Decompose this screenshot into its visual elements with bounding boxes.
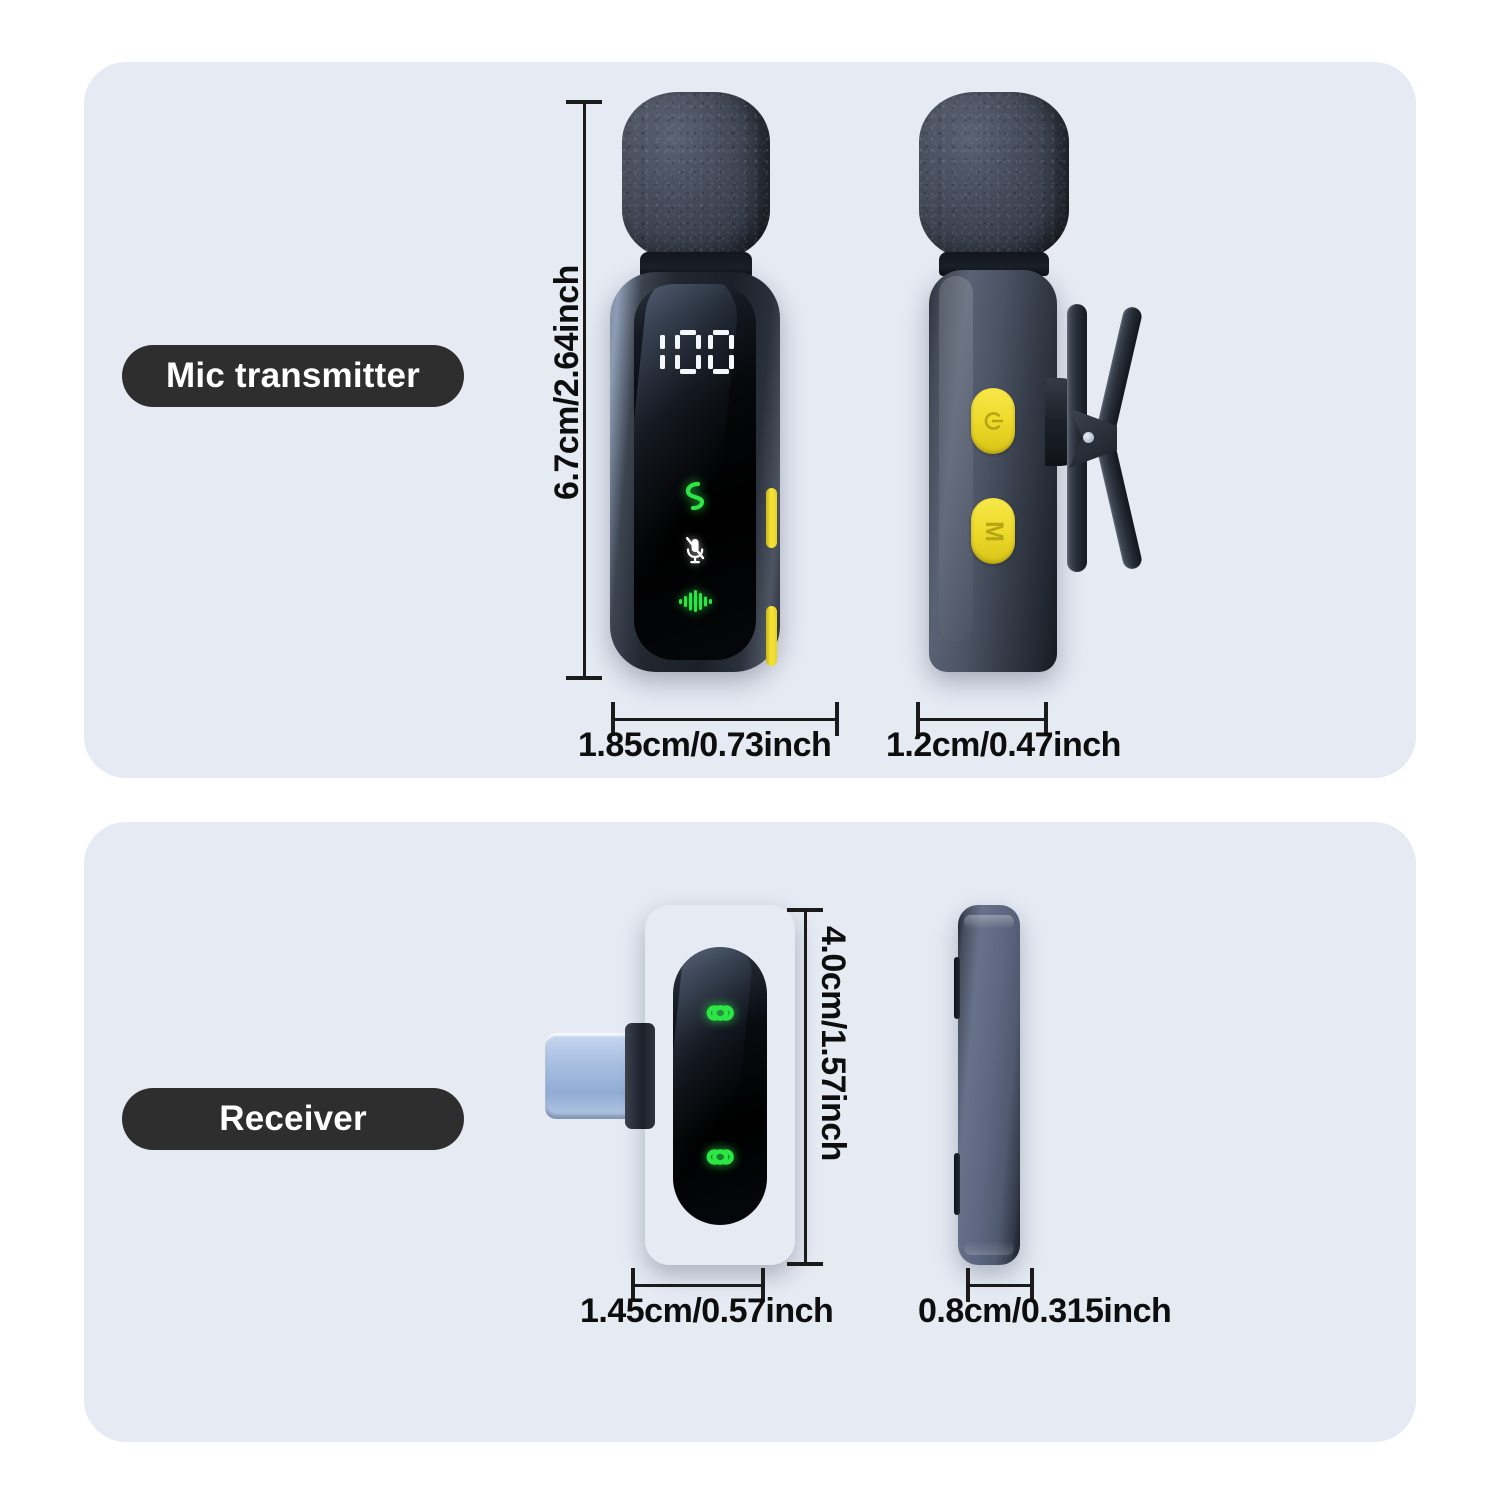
- dimension-cap-bottom: [787, 1262, 823, 1266]
- battery-readout: [634, 330, 756, 374]
- dimension-stem: [582, 100, 586, 680]
- receiver-link-icon-bottom-wrap: [673, 1143, 767, 1176]
- receiver-link-icon-top-wrap: [673, 999, 767, 1032]
- dimension-cap-right: [835, 702, 839, 736]
- receiver-side-width-dimension-line: [966, 1268, 1034, 1302]
- dimension-cap-right: [1044, 702, 1048, 736]
- seg-digit-1: [656, 330, 668, 374]
- dimension-cap-right: [761, 1268, 765, 1302]
- mode-button[interactable]: M: [971, 498, 1015, 564]
- receiver-label-pill: Receiver: [122, 1088, 464, 1150]
- dimension-stem: [803, 908, 807, 1266]
- dimension-cap-bottom: [566, 676, 602, 680]
- waveform-icon: [678, 590, 712, 617]
- receiver-display-screen: [673, 947, 767, 1225]
- power-button-edge[interactable]: [766, 488, 777, 548]
- clip-pivot-dot: [1083, 432, 1094, 443]
- mic-transmitter-front-view: 100: [600, 92, 790, 672]
- receiver-side-view: [940, 905, 1040, 1265]
- mic-transmitter-side-view: M: [905, 92, 1145, 672]
- clip-arm-lower: [1095, 437, 1144, 571]
- screen-gloss-reflection: [673, 947, 756, 1225]
- mode-button-label: M: [979, 520, 1008, 542]
- mic-status-icons: [634, 480, 756, 617]
- receiver-body-side: [958, 905, 1020, 1265]
- mic-side-width-dimension-text: 1.2cm/0.47inch: [886, 726, 1121, 764]
- mode-button-edge[interactable]: [766, 606, 777, 666]
- power-button[interactable]: [971, 388, 1015, 454]
- link-icon: [703, 1143, 737, 1176]
- dimension-stem: [631, 1283, 765, 1287]
- clip-arm-upper: [1095, 305, 1144, 439]
- mic-front-width-dimension-line: [611, 702, 839, 736]
- mic-clip: [1063, 304, 1144, 572]
- mic-body-side: [929, 270, 1057, 672]
- dimension-stem: [611, 717, 839, 721]
- receiver-height-dimension-line: [787, 908, 823, 1266]
- mic-body: 100: [610, 272, 780, 672]
- usb-c-connector: [545, 1033, 637, 1119]
- link-icon: [682, 480, 708, 517]
- receiver-front-width-dimension-text: 1.45cm/0.57inch: [580, 1292, 834, 1330]
- mic-muted-icon: [682, 535, 708, 572]
- mic-transmitter-label-pill: Mic transmitter: [122, 345, 464, 407]
- clip-plate: [1067, 304, 1087, 572]
- receiver-side-notch-top: [954, 957, 960, 1019]
- receiver-height-dimension-text: 4.0cm/1.57inch: [814, 926, 852, 1161]
- mic-height-dimension-line: [566, 100, 602, 680]
- dimension-stem: [916, 717, 1048, 721]
- receiver-side-width-dimension-text: 0.8cm/0.315inch: [918, 1292, 1172, 1330]
- seg-digit-0b: [708, 330, 734, 374]
- mic-side-width-dimension-line: [916, 702, 1048, 736]
- receiver-front-width-dimension-line: [631, 1268, 765, 1302]
- dimension-cap-right: [1030, 1268, 1034, 1302]
- seg-digit-0a: [675, 330, 701, 374]
- mic-windscreen-side: [919, 92, 1069, 260]
- mic-front-width-dimension-text: 1.85cm/0.73inch: [578, 726, 832, 764]
- link-icon: [703, 999, 737, 1032]
- power-icon: [984, 412, 1004, 430]
- receiver-side-notch-bottom: [954, 1153, 960, 1215]
- receiver-front-view: [545, 905, 795, 1265]
- receiver-body: [645, 905, 795, 1265]
- mic-height-dimension-text: 6.7cm/2.64inch: [548, 265, 586, 500]
- mic-windscreen: [622, 92, 770, 260]
- mic-display-screen: 100: [634, 284, 756, 660]
- dimension-stem: [966, 1283, 1034, 1287]
- usb-c-collar: [625, 1023, 655, 1129]
